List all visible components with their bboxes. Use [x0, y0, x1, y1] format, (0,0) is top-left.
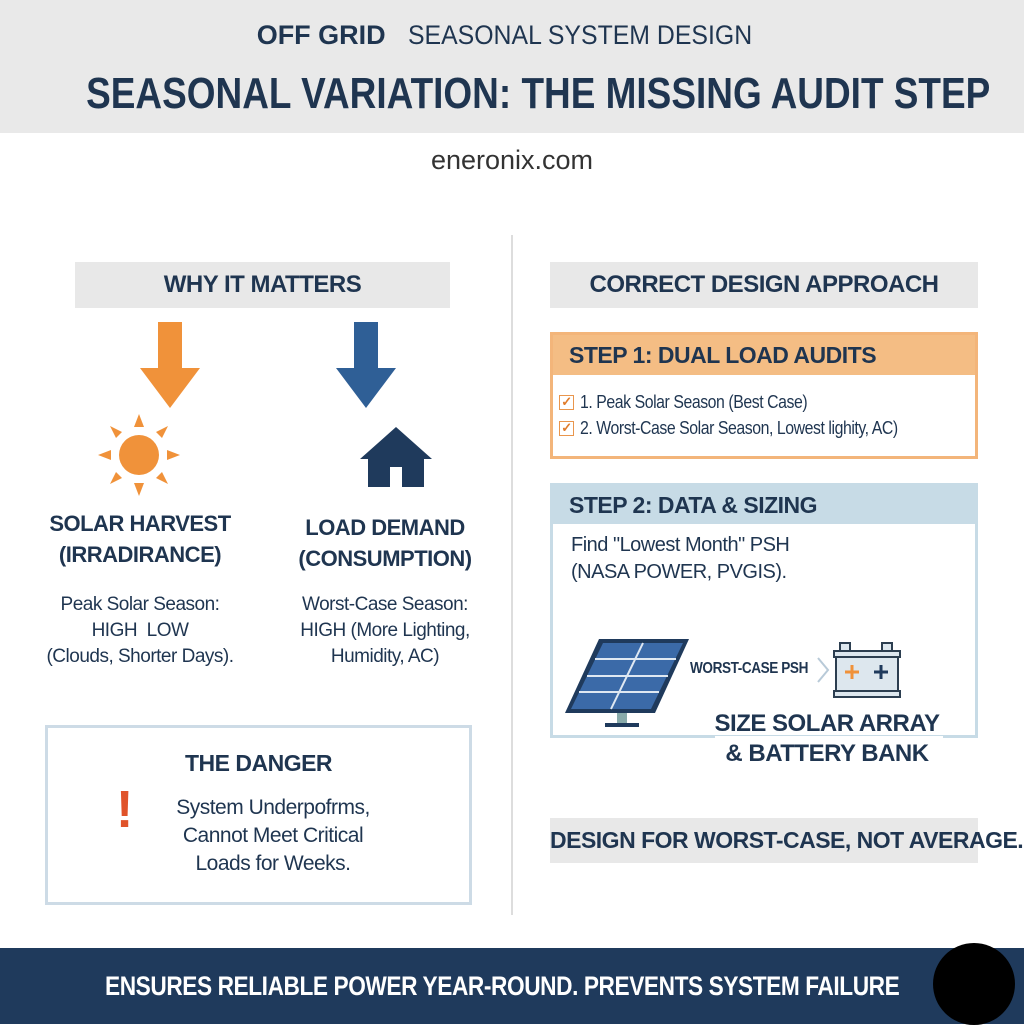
- step1-item: ✓ 2. Worst-Case Solar Season, Lowest ligh…: [553, 415, 975, 441]
- site-url: eneronix.com: [430, 145, 594, 175]
- kicker-rest: SEASONAL SYSTEM DESIGN: [408, 20, 753, 50]
- load-line: HIGH (More Lighting,: [300, 620, 470, 641]
- worst-case-psh-label: WORST-CASE PSH: [690, 660, 808, 677]
- warning-icon: !: [116, 781, 134, 839]
- solar-subtitle: (IRRADIRANCE): [58, 542, 222, 567]
- step2-border-gap: [715, 736, 943, 742]
- danger-line: System Underpofrms,: [176, 796, 370, 819]
- load-demand-block: LOAD DEMAND (CONSUMPTION) Worst-Case Sea…: [265, 512, 505, 670]
- step1-box: STEP 1: DUAL LOAD AUDITS ✓ 1. Peak Solar …: [550, 332, 978, 459]
- kicker-bold: OFF GRID: [256, 20, 386, 50]
- sizing-result-line: & BATTERY BANK: [725, 740, 929, 767]
- solar-panel-icon: [565, 639, 689, 727]
- footer-banner: ENSURES RELIABLE POWER YEAR-ROUND. PREVE…: [0, 948, 1024, 1024]
- kicker: OFF GRID SEASONAL SYSTEM DESIGN: [0, 20, 1024, 51]
- checkbox-checked-icon: ✓: [559, 394, 574, 410]
- load-title: LOAD DEMAND: [305, 515, 465, 540]
- page-title-wrap: SEASONAL VARIATION: THE MISSING AUDIT ST…: [0, 68, 1024, 120]
- divider: [511, 235, 513, 915]
- solar-title: SOLAR HARVEST: [49, 511, 231, 536]
- step2-line: Find "Lowest Month" PSH: [571, 534, 790, 556]
- house-icon: [360, 427, 432, 487]
- design-principle-banner: DESIGN FOR WORST-CASE, NOT AVERAGE.: [550, 818, 1024, 863]
- down-arrow-orange-icon: [140, 322, 200, 408]
- checkbox-checked-icon: ✓: [559, 420, 574, 436]
- step2-box: STEP 2: DATA & SIZING Find "Lowest Month…: [550, 483, 978, 738]
- load-line: Worst-Case Season:: [302, 594, 468, 615]
- solar-line: (Clouds, Shorter Days).: [46, 646, 234, 667]
- black-circle-overlay: [933, 943, 1015, 1025]
- down-arrow-blue-icon: [336, 322, 396, 408]
- step1-item-text: 2. Worst-Case Solar Season, Lowest lighi…: [580, 418, 898, 438]
- solar-line: HIGH LOW: [91, 620, 189, 641]
- step1-item-text: 1. Peak Solar Season (Best Case): [580, 392, 808, 412]
- footer-text: ENSURES RELIABLE POWER YEAR-ROUND. PREVE…: [105, 971, 900, 1001]
- danger-text: System Underpofrms, Cannot Meet Critical…: [158, 794, 388, 878]
- danger-line: Loads for Weeks.: [195, 852, 351, 875]
- chevron-right-icon: [817, 657, 830, 683]
- step1-title: STEP 1: DUAL LOAD AUDITS: [553, 335, 975, 375]
- sun-icon: [98, 414, 180, 496]
- battery-icon: [833, 642, 901, 698]
- why-it-matters-heading: WHY IT MATTERS: [75, 262, 450, 308]
- load-line: Humidity, AC): [330, 646, 440, 667]
- page-title: SEASONAL VARIATION: THE MISSING AUDIT ST…: [86, 69, 991, 118]
- danger-line: Cannot Meet Critical: [182, 824, 364, 847]
- danger-title: THE DANGER: [184, 750, 333, 776]
- step2-text: Find "Lowest Month" PSH (NASA POWER, PVG…: [553, 524, 975, 586]
- sizing-result: SIZE SOLAR ARRAY & BATTERY BANK: [712, 709, 942, 769]
- solar-harvest-block: SOLAR HARVEST (IRRADIRANCE) Peak Solar S…: [20, 508, 260, 670]
- solar-line: Peak Solar Season:: [60, 594, 220, 615]
- header-band: [0, 0, 1024, 133]
- step2-line: (NASA POWER, PVGIS).: [571, 561, 787, 583]
- danger-box: THE DANGER ! System Underpofrms, Cannot …: [45, 725, 472, 905]
- sizing-result-line: SIZE SOLAR ARRAY: [714, 710, 940, 737]
- step2-title: STEP 2: DATA & SIZING: [553, 486, 975, 524]
- step1-item: ✓ 1. Peak Solar Season (Best Case): [553, 389, 975, 415]
- load-subtitle: (CONSUMPTION): [298, 546, 472, 571]
- correct-approach-heading: CORRECT DESIGN APPROACH: [550, 262, 978, 308]
